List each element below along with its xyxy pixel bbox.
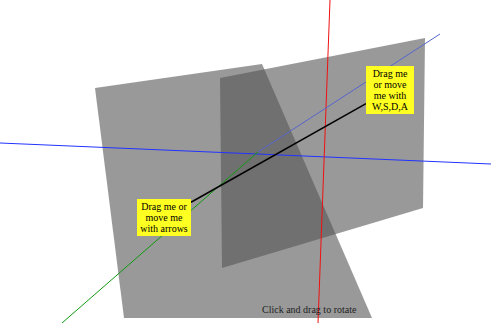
front-plane — [95, 64, 372, 318]
axis-back — [258, 34, 440, 152]
handle-text: Drag me or move me with W,S,D,A — [369, 68, 411, 112]
green-axis — [62, 152, 258, 323]
drag-handle: Drag me or move me with arrows — [137, 199, 191, 236]
handle-link — [191, 104, 366, 203]
handle-text: Drag me or move me with arrows — [140, 201, 188, 234]
hint-label: Click and drag to rotate — [262, 304, 356, 315]
blue-axis — [0, 143, 491, 164]
red-axis — [318, 0, 330, 323]
drag-handle: Drag me or move me with W,S,D,A — [366, 66, 414, 114]
